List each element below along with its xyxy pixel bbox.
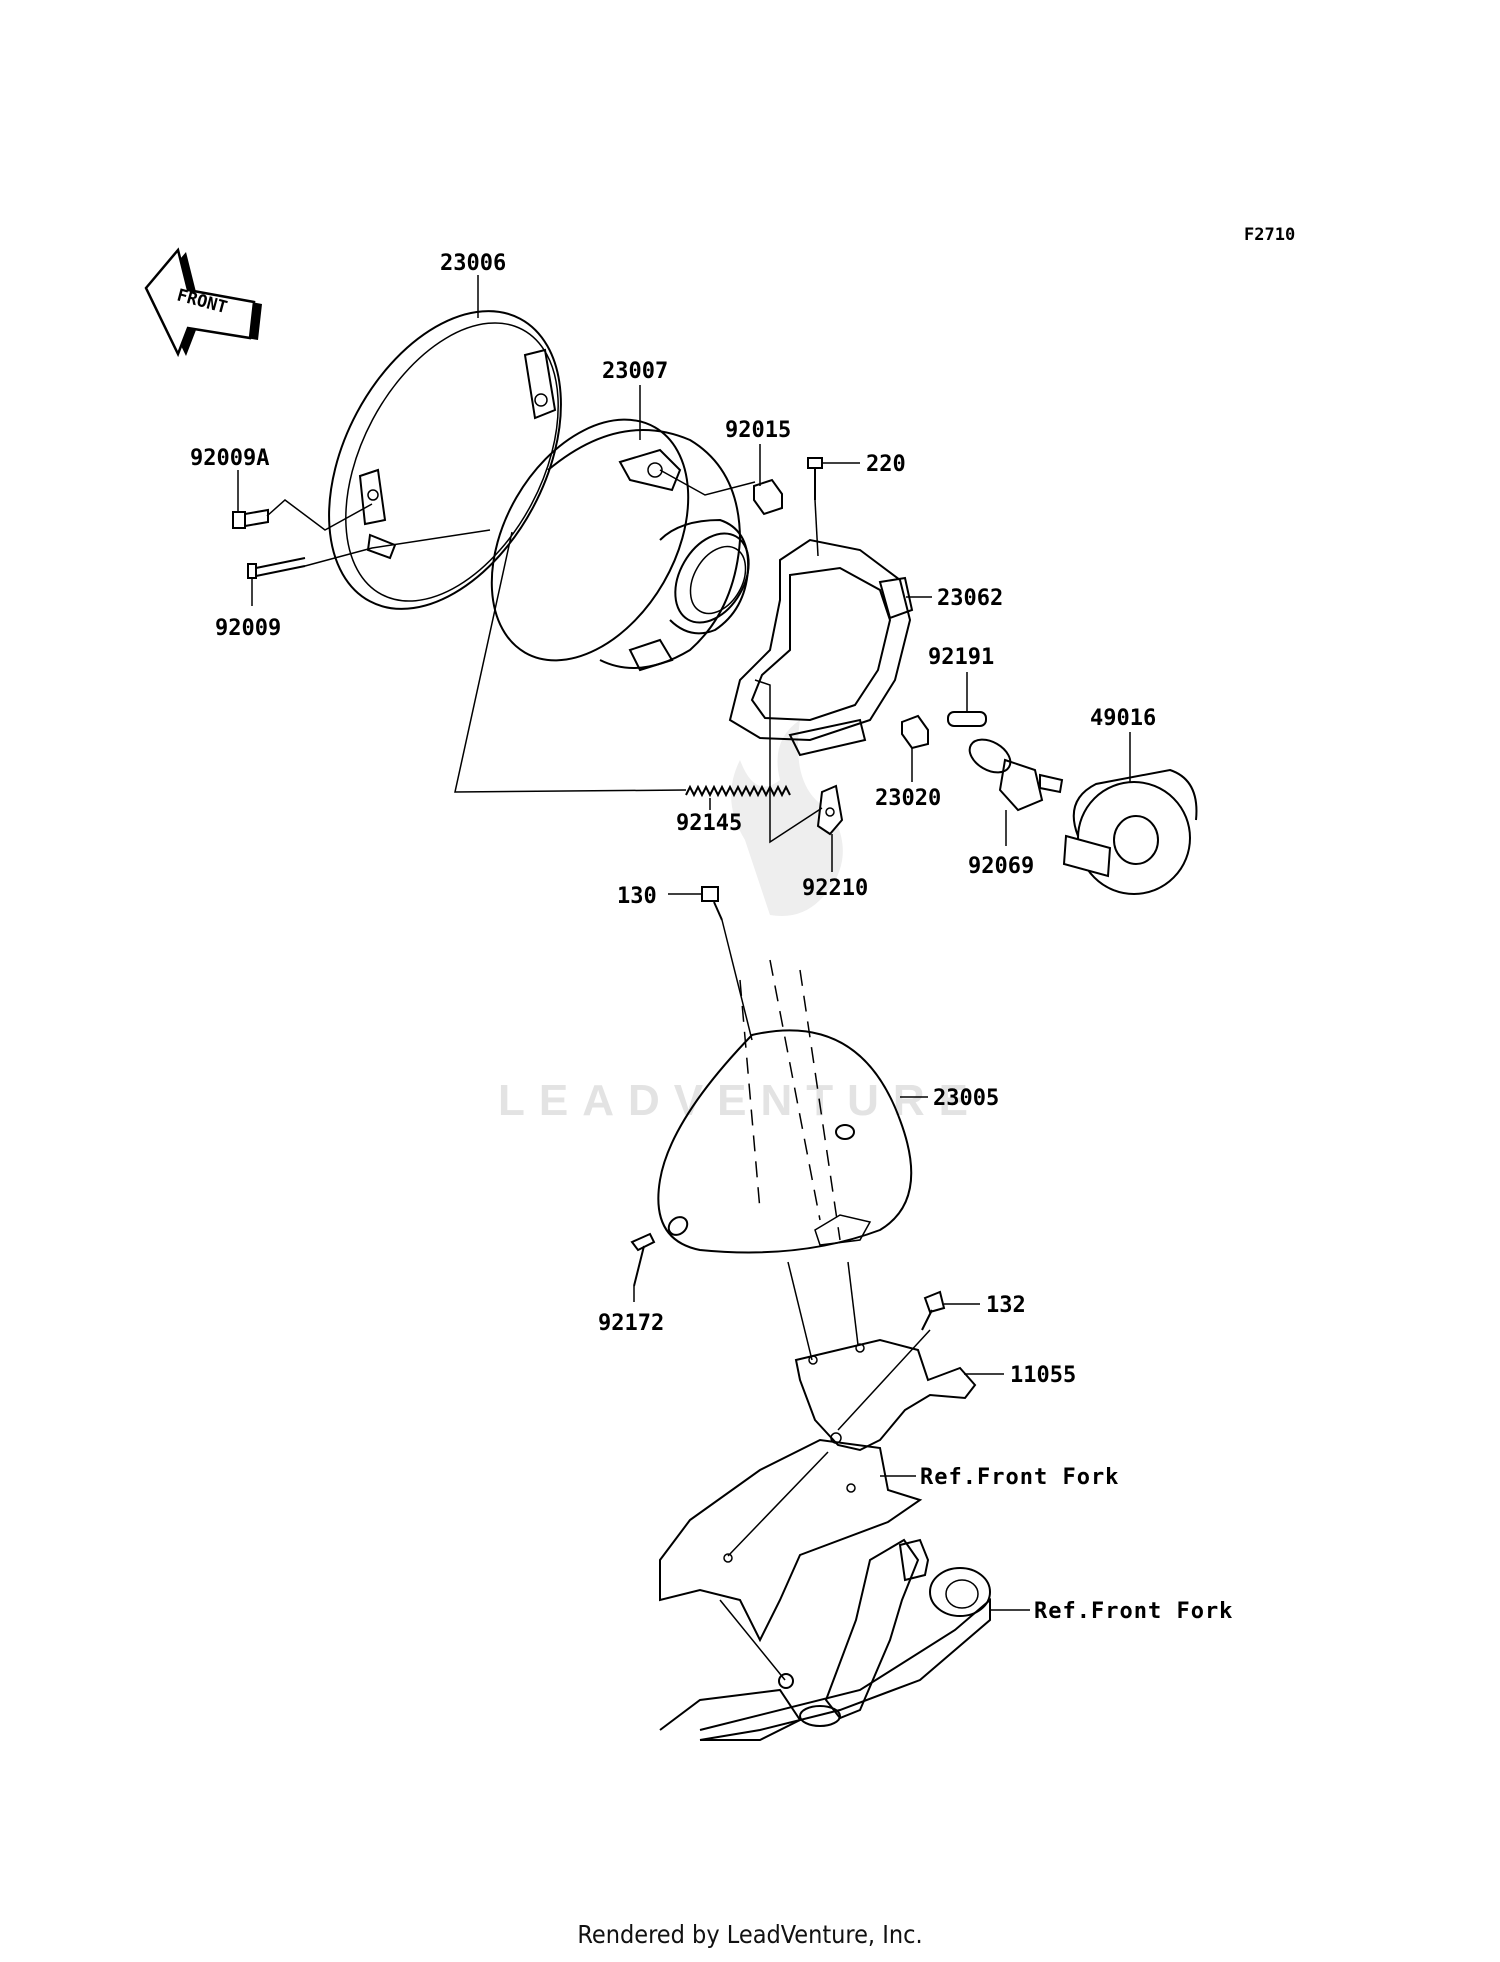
label-23007: 23007 — [602, 359, 668, 384]
part-92145-spring — [685, 784, 791, 798]
ref-front-fork-stem — [659, 1538, 991, 1741]
part-labels: 23006 23007 92015 220 92009A 92009 23062… — [190, 251, 1233, 1624]
part-23005-housing — [657, 1029, 913, 1254]
part-92191-pin — [947, 711, 987, 727]
label-130: 130 — [617, 884, 657, 909]
label-23062: 23062 — [937, 586, 1003, 611]
part-92015-nut — [753, 478, 783, 516]
alignment-lines — [266, 469, 931, 1681]
label-92172: 92172 — [598, 1311, 664, 1336]
part-92009a-bolt — [232, 508, 269, 529]
part-23007-headlight-unit — [490, 418, 750, 672]
label-23006: 23006 — [440, 251, 506, 276]
label-49016: 49016 — [1090, 706, 1156, 731]
label-92015: 92015 — [725, 418, 791, 443]
part-92172-screw — [630, 1232, 656, 1287]
part-130-bolt — [701, 886, 723, 921]
watermark-text: LEADVENTURE — [498, 1076, 982, 1125]
part-132-bolt — [921, 1290, 946, 1331]
part-23006-rim — [328, 310, 562, 610]
label-92009: 92009 — [215, 616, 281, 641]
ref-front-fork-fender — [659, 1438, 923, 1643]
label-23005: 23005 — [933, 1086, 999, 1111]
label-92069: 92069 — [968, 854, 1034, 879]
watermark: LEADVENTURE — [498, 720, 982, 1125]
part-23020-clip — [901, 714, 929, 750]
part-49016-dust-cover — [1062, 768, 1198, 895]
label-ref-front-fork-1: Ref.Front Fork — [920, 1465, 1119, 1490]
label-ref-front-fork-2: Ref.Front Fork — [1034, 1599, 1233, 1624]
part-92069-bulb — [968, 738, 1064, 812]
footer-credit: Rendered by LeadVenture, Inc. — [577, 1920, 923, 1949]
part-23062-bracket — [728, 538, 914, 757]
part-92210-plate — [816, 784, 844, 836]
part-11055-bracket — [794, 1338, 977, 1452]
label-92210: 92210 — [802, 876, 868, 901]
leader-lines — [237, 275, 1131, 1611]
diagram-code: F2710 — [1244, 225, 1295, 245]
label-92191: 92191 — [928, 645, 994, 670]
label-92145: 92145 — [676, 811, 742, 836]
part-220-screw — [807, 457, 823, 500]
label-220: 220 — [866, 452, 906, 477]
label-11055: 11055 — [1010, 1363, 1076, 1388]
front-arrow-icon: FRONT — [144, 247, 262, 358]
label-132: 132 — [986, 1293, 1026, 1318]
label-23020: 23020 — [875, 786, 941, 811]
part-92009-bolt — [247, 557, 306, 579]
label-92009a: 92009A — [190, 446, 269, 471]
